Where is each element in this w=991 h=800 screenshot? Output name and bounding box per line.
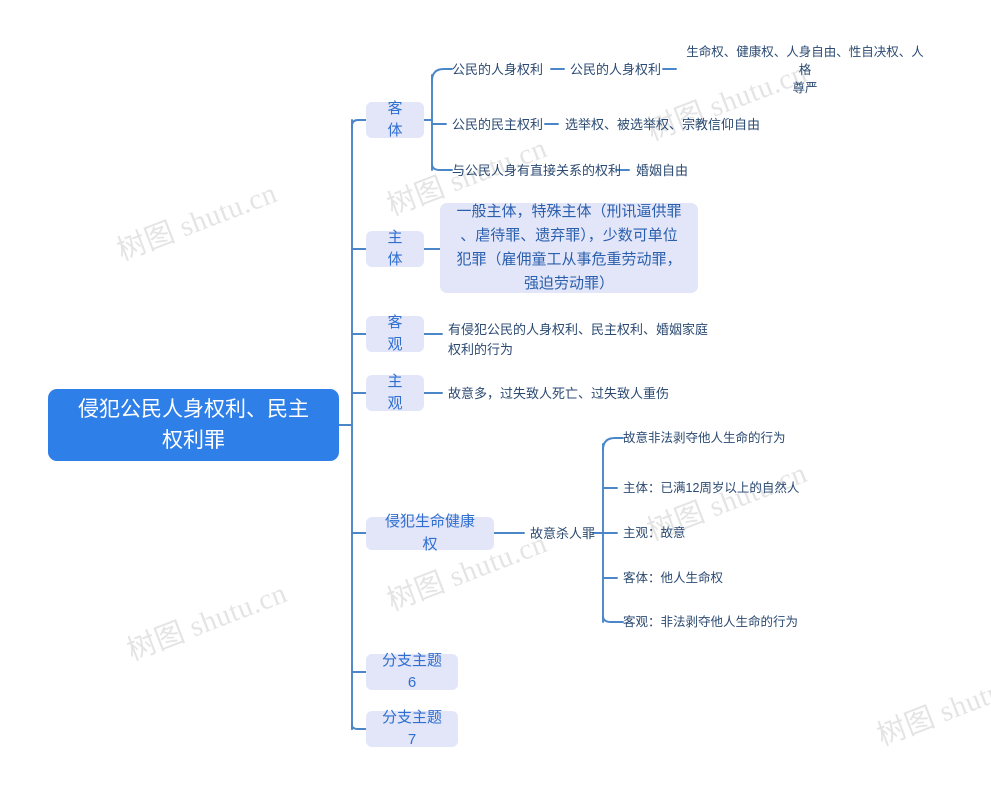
leaf-node-gysr-2[interactable]: 主体：已满12周岁以上的自然人 <box>623 479 863 498</box>
leaf-node-shengmingquan-detail[interactable]: 生命权、健康权、人身自由、性自决权、人格 尊严 <box>684 45 926 95</box>
branch-label: 客观 <box>387 313 403 354</box>
leaf-node-keguan-detail[interactable]: 有侵犯公民的人身权利、民主权利、婚姻家庭 权利的行为 <box>448 320 738 360</box>
watermark: 树图 shutu.cn <box>872 662 991 753</box>
leaf-label: 公民的人身权利 <box>570 61 662 77</box>
leaf-node-zhuguan-detail[interactable]: 故意多，过失致人死亡、过失致人重伤 <box>448 384 748 403</box>
watermark: 树图 shutu.cn <box>122 577 292 668</box>
leaf-label: 故意非法剥夺他人生命的行为 <box>623 431 786 446</box>
root-node-label: 侵犯公民人身权利、民主 权利罪 <box>78 397 309 453</box>
branch-node-keguan[interactable]: 客观 <box>366 314 424 353</box>
branch-label: 主观 <box>387 372 403 413</box>
leaf-label: 主观：故意 <box>623 526 686 541</box>
leaf-node-gysr-1[interactable]: 故意非法剥夺他人生命的行为 <box>623 429 863 448</box>
connector-keti-child-1 <box>431 68 453 82</box>
leaf-label: 选举权、被选举权、宗教信仰自由 <box>565 116 761 132</box>
leaf-node-gongmin-minzhu-quanli[interactable]: 公民的民主权利 <box>452 115 552 134</box>
watermark: 树图 shutu.cn <box>112 177 282 268</box>
leaf-label: 公民的民主权利 <box>452 116 544 132</box>
leaf-label: 主体：已满12周岁以上的自然人 <box>623 481 800 496</box>
root-node[interactable]: 侵犯公民人身权利、民主 权利罪 <box>48 389 339 461</box>
connector-gysr-child-1 <box>602 437 624 451</box>
leaf-node-xuanjuquan[interactable]: 选举权、被选举权、宗教信仰自由 <box>565 115 785 134</box>
leaf-label: 有侵犯公民的人身权利、民主权利、婚姻家庭 权利的行为 <box>448 321 709 357</box>
leaf-node-zhijie-guanxi-quanli[interactable]: 与公民人身有直接关系的权利 <box>452 161 627 180</box>
branch-label: 客体 <box>387 99 403 140</box>
branch-node-zhuguan[interactable]: 主观 <box>366 373 424 412</box>
branch-label: 主体 <box>387 228 403 269</box>
leaf-label: 公民的人身权利 <box>452 61 544 77</box>
branch-node-zhuti[interactable]: 主体 <box>366 229 424 268</box>
leaf-label: 客观：非法剥夺他人生命的行为 <box>623 615 799 630</box>
connector-keti-child-3 <box>431 163 453 171</box>
leaf-label: 故意杀人罪 <box>530 525 596 541</box>
leaf-label: 生命权、健康权、人身自由、性自决权、人格 尊严 <box>686 44 924 96</box>
branch-node-6[interactable]: 分支主题 6 <box>366 652 458 691</box>
connector-gysr-child-5 <box>602 615 624 623</box>
leaf-label: 故意多，过失致人死亡、过失致人重伤 <box>448 385 670 401</box>
leaf-node-zhuti-detail-highlighted[interactable]: 一般主体，特殊主体（刑讯逼供罪 、虐待罪、遗弃罪），少数可单位 犯罪（雇佣童工从… <box>440 203 698 293</box>
leaf-label: 与公民人身有直接关系的权利 <box>452 162 622 178</box>
leaf-node-gysr-3[interactable]: 主观：故意 <box>623 524 863 543</box>
leaf-node-gongmin-renshen-quanli[interactable]: 公民的人身权利 <box>452 60 552 79</box>
branch-node-keti[interactable]: 客体 <box>366 100 424 139</box>
leaf-label: 婚姻自由 <box>636 162 689 178</box>
branch-node-shengmingjiankangquan[interactable]: 侵犯生命健康权 <box>366 513 494 553</box>
branch-label: 分支主题 6 <box>382 651 447 692</box>
leaf-node-hunyin-ziyou[interactable]: 婚姻自由 <box>636 161 716 180</box>
leaf-node-gysr-5[interactable]: 客观：非法剥夺他人生命的行为 <box>623 613 883 632</box>
leaf-label: 一般主体，特殊主体（刑讯逼供罪 、虐待罪、遗弃罪），少数可单位 犯罪（雇佣童工从… <box>456 203 682 292</box>
branch-label: 侵犯生命健康权 <box>384 513 475 553</box>
leaf-node-gysr-4[interactable]: 客体：他人生命权 <box>623 569 863 588</box>
leaf-node-guyi-sharen-zui[interactable]: 故意杀人罪 <box>530 524 610 543</box>
leaf-node-gongmin-renshen-quanli-sub[interactable]: 公民的人身权利 <box>570 60 670 79</box>
branch-label: 分支主题 7 <box>382 708 447 749</box>
leaf-label: 客体：他人生命权 <box>623 571 724 586</box>
branch-node-7[interactable]: 分支主题 7 <box>366 709 458 748</box>
